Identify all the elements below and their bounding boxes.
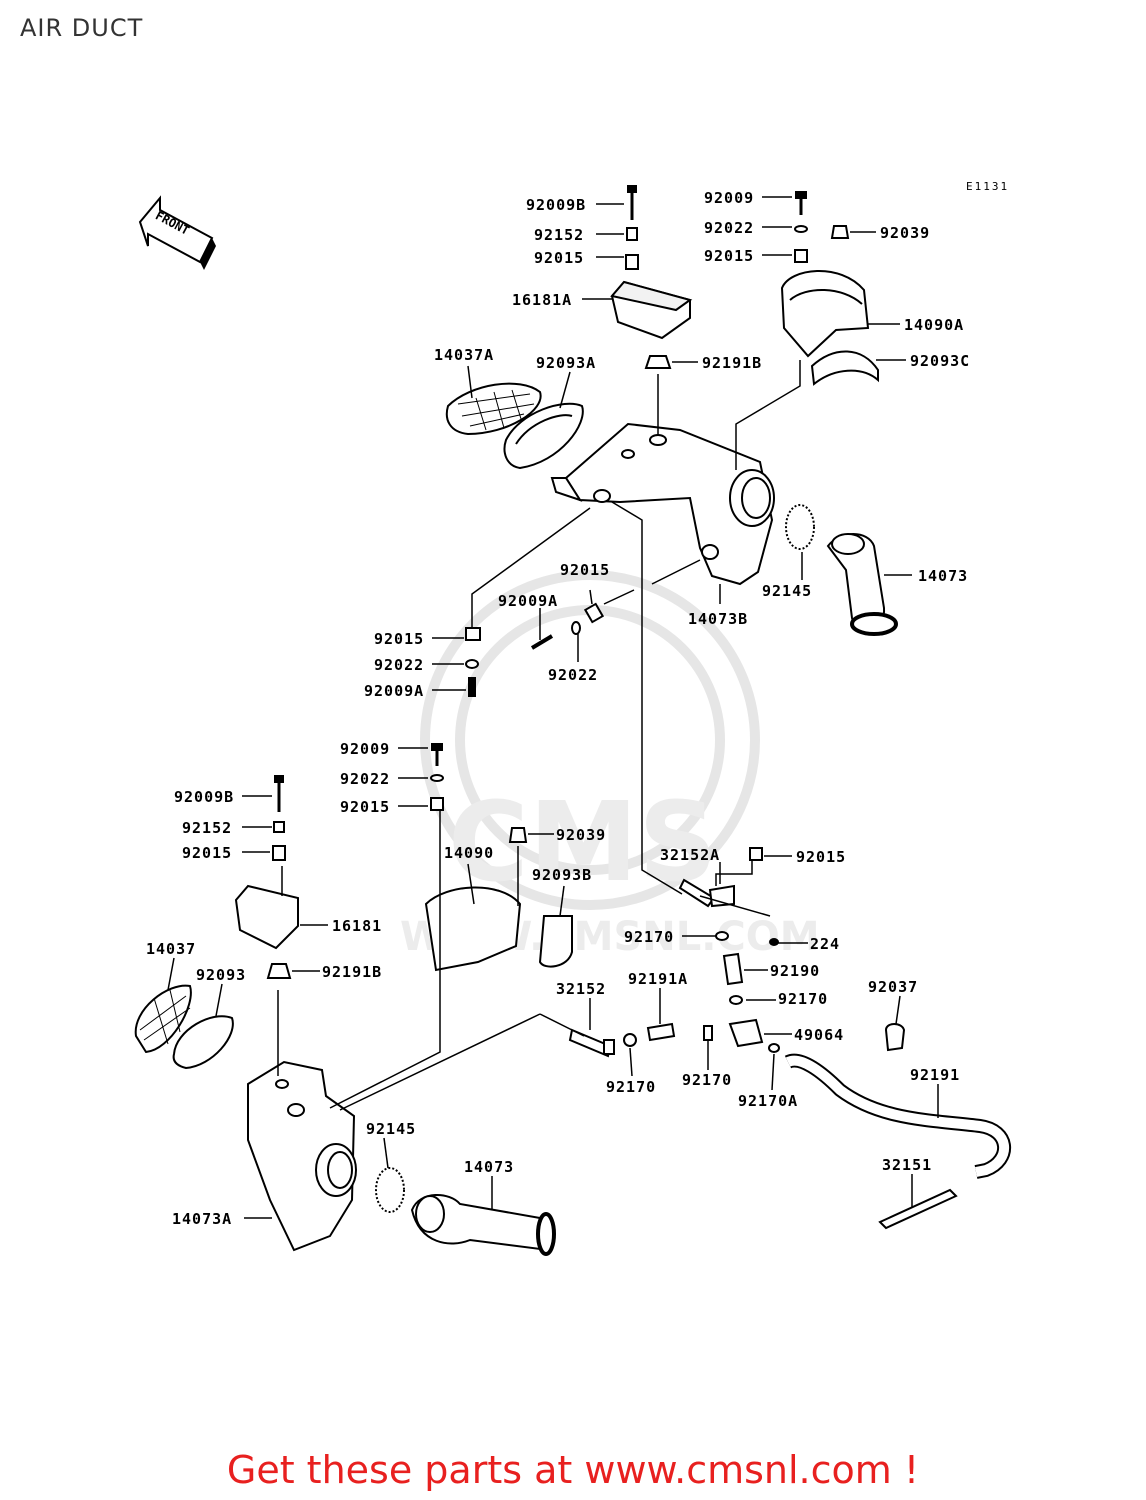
air-duct-14073b (550, 422, 775, 586)
part-label[interactable]: 92191B (702, 354, 762, 372)
filter-14037a (445, 382, 542, 436)
part-label[interactable]: 14037A (434, 346, 494, 364)
part-label[interactable]: 14073 (464, 1158, 514, 1176)
leader-lines (167, 196, 939, 1219)
tube-14073-lower (410, 1193, 556, 1256)
part-label[interactable]: 14037 (146, 940, 196, 958)
part-labels: 92009B 92152 92015 16181A 14037A 92093A … (146, 189, 970, 1228)
part-label[interactable]: 14090 (444, 844, 494, 862)
part-label[interactable]: 92093A (536, 354, 596, 372)
collar-92015-mid (465, 627, 481, 641)
footer-link[interactable]: Get these parts at www.cmsnl.com ! (226, 1448, 920, 1492)
air-duct-14073a (247, 1060, 357, 1252)
filter-14037 (134, 984, 192, 1054)
collar-92015-upper (625, 254, 639, 270)
cover-92093c (810, 350, 879, 386)
part-label[interactable]: 92039 (556, 826, 606, 844)
part-label[interactable]: 92170 (682, 1071, 732, 1089)
part-label[interactable]: 92145 (762, 582, 812, 600)
part-label[interactable]: 32151 (882, 1156, 932, 1174)
nut-92039-upper (830, 225, 850, 239)
cover-14090a (780, 270, 870, 358)
bolt-92009b-upper (627, 185, 637, 220)
part-label[interactable]: 14073 (918, 567, 968, 585)
part-label[interactable]: 92022 (704, 219, 754, 237)
lower-assembly (134, 743, 1011, 1256)
part-label[interactable]: 92015 (796, 848, 846, 866)
part-label[interactable]: 92191B (322, 963, 382, 981)
page-title: AIR DUCT (20, 14, 144, 42)
part-label[interactable]: 92015 (534, 249, 584, 267)
part-label[interactable]: 16181 (332, 917, 382, 935)
seal-92093 (172, 1015, 234, 1070)
part-label[interactable]: 92009A (364, 682, 424, 700)
part-label[interactable]: 92170 (624, 928, 674, 946)
part-label[interactable]: 92015 (340, 798, 390, 816)
pipe-32151 (878, 1188, 958, 1230)
part-label[interactable]: 92093C (910, 352, 970, 370)
part-label[interactable]: 92015 (704, 247, 754, 265)
part-label[interactable]: 32152A (660, 846, 720, 864)
upper-assembly (445, 185, 898, 697)
clip-92037 (884, 1023, 906, 1052)
diagram-code: E1131 (966, 180, 1009, 193)
collar-92152-upper (626, 227, 638, 241)
cover-92093b (538, 915, 573, 968)
part-label[interactable]: 92191 (910, 1066, 960, 1084)
part-label[interactable]: 92022 (548, 666, 598, 684)
part-label[interactable]: 92037 (868, 978, 918, 996)
watermark-brand: CMS (448, 778, 717, 906)
part-label[interactable]: 92170 (606, 1078, 656, 1096)
o-ring-92145-upper (785, 504, 815, 550)
part-label[interactable]: 92145 (366, 1120, 416, 1138)
part-label[interactable]: 92093B (532, 866, 592, 884)
seal-92093a (503, 402, 584, 470)
part-label[interactable]: 92009A (498, 592, 558, 610)
part-label[interactable]: 224 (810, 935, 840, 953)
part-label[interactable]: 92022 (340, 770, 390, 788)
part-label[interactable]: 92170 (778, 990, 828, 1008)
part-label[interactable]: 49064 (794, 1026, 844, 1044)
part-label[interactable]: 14090A (904, 316, 964, 334)
part-label[interactable]: 92152 (534, 226, 584, 244)
part-label[interactable]: 92015 (560, 561, 610, 579)
part-label[interactable]: 92009B (526, 196, 586, 214)
tube-14073-upper (826, 533, 898, 636)
cover-16181 (234, 884, 299, 950)
part-label[interactable]: 14073A (172, 1210, 232, 1228)
part-label[interactable]: 92009 (704, 189, 754, 207)
part-label[interactable]: 92009 (340, 740, 390, 758)
part-label[interactable]: 92039 (880, 224, 930, 242)
part-label[interactable]: 92152 (182, 819, 232, 837)
front-arrow-icon: FRONT (138, 195, 216, 270)
part-label[interactable]: 32152 (556, 980, 606, 998)
valve-49064 (728, 1018, 764, 1048)
cover-14090 (424, 886, 522, 972)
part-label[interactable]: 92190 (770, 962, 820, 980)
part-label[interactable]: 14073B (688, 610, 748, 628)
part-label[interactable]: 92015 (182, 844, 232, 862)
fitting-32152 (568, 1028, 612, 1058)
part-label[interactable]: 92191A (628, 970, 688, 988)
grommet-92191b-upper (644, 355, 672, 369)
part-label[interactable]: 92009B (174, 788, 234, 806)
part-label[interactable]: 92015 (374, 630, 424, 648)
part-label[interactable]: 92022 (374, 656, 424, 674)
part-label[interactable]: 16181A (512, 291, 572, 309)
o-ring-92145-lower (375, 1167, 405, 1213)
part-label[interactable]: 92170A (738, 1092, 798, 1110)
part-label[interactable]: 92093 (196, 966, 246, 984)
